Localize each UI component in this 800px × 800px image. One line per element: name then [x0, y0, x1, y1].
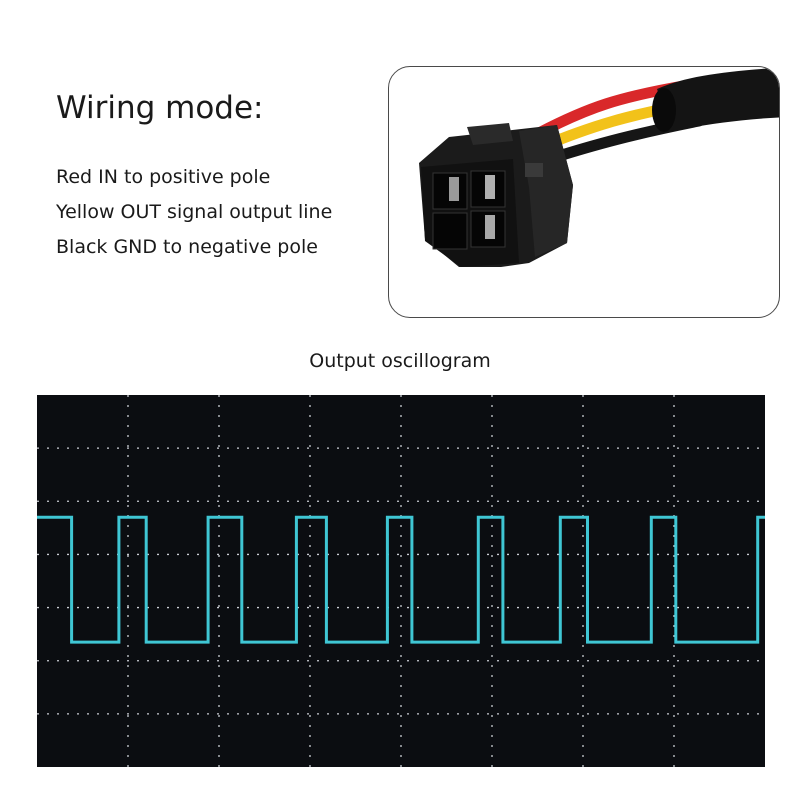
pin-3 — [485, 215, 495, 239]
connector-top-latch — [467, 123, 513, 145]
connector-tab — [525, 163, 543, 177]
wiring-line-yellow: Yellow OUT signal output line — [56, 201, 333, 223]
wiring-list: Red IN to positive pole Yellow OUT signa… — [56, 160, 332, 265]
oscillogram-plot — [37, 395, 765, 767]
wiring-title: Wiring mode: — [56, 90, 264, 126]
connector-side — [519, 125, 573, 257]
wiring-line-red: Red IN to positive pole — [56, 166, 271, 188]
pin-2 — [485, 175, 495, 199]
pin-socket-3 — [432, 212, 468, 250]
wiring-line-black: Black GND to negative pole — [56, 236, 318, 258]
oscillogram-caption: Output oscillogram — [309, 350, 491, 372]
cable-jacket — [657, 67, 779, 131]
pin-1 — [449, 177, 459, 201]
connector-illustration — [419, 67, 779, 267]
oscilloscope-screen — [37, 395, 765, 767]
square-wave-trace — [37, 515, 765, 644]
scope-grid — [37, 395, 765, 767]
connector-photo — [388, 66, 780, 318]
cable-jacket-end — [652, 88, 676, 132]
